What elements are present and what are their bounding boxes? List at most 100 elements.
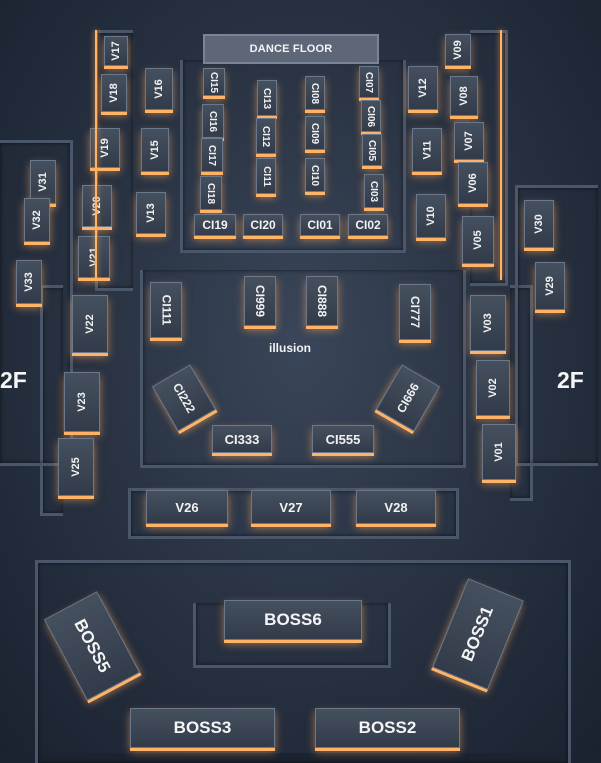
booth-v20[interactable]: V20 xyxy=(82,185,112,227)
wall-2f-left xyxy=(0,140,73,466)
booth-v13[interactable]: V13 xyxy=(136,192,166,234)
booth-ci777[interactable]: CI777 xyxy=(399,284,431,340)
booth-label: V22 xyxy=(83,314,96,334)
booth-label: V31 xyxy=(36,172,49,192)
booth-ci10[interactable]: CI10 xyxy=(305,158,325,192)
booth-v02[interactable]: V02 xyxy=(476,360,510,416)
booth-label: V11 xyxy=(421,140,433,160)
booth-label: CI18 xyxy=(205,182,217,204)
booth-ci888[interactable]: CI888 xyxy=(306,276,338,326)
booth-label: V21 xyxy=(87,247,100,267)
booth-label: CI16 xyxy=(207,110,219,132)
booth-ci06[interactable]: CI06 xyxy=(361,100,381,132)
booth-label: CI222 xyxy=(169,380,199,416)
booth-v26[interactable]: V26 xyxy=(146,490,228,524)
dance-floor-label: DANCE FLOOR xyxy=(249,43,333,55)
booth-ci15[interactable]: CI15 xyxy=(203,68,225,96)
booth-v27[interactable]: V27 xyxy=(251,490,331,524)
booth-v25[interactable]: V25 xyxy=(58,438,94,496)
booth-v29[interactable]: V29 xyxy=(535,262,565,310)
booth-ci16[interactable]: CI16 xyxy=(202,104,224,138)
booth-v15[interactable]: V15 xyxy=(141,128,169,172)
booth-label: CI10 xyxy=(309,164,321,186)
wall-bottom-row xyxy=(128,488,459,539)
booth-label: V08 xyxy=(457,86,470,106)
booth-v03[interactable]: V03 xyxy=(470,295,506,351)
booth-ci999[interactable]: CI999 xyxy=(244,276,276,326)
booth-v07[interactable]: V07 xyxy=(454,122,484,160)
booth-label: CI15 xyxy=(208,71,220,93)
booth-ci20[interactable]: CI20 xyxy=(243,214,283,236)
booth-v32[interactable]: V32 xyxy=(24,198,50,242)
glow-strip-right xyxy=(500,30,502,280)
booth-ci03[interactable]: CI03 xyxy=(364,174,384,208)
wall-boss6-bay xyxy=(193,603,391,668)
booth-v23[interactable]: V23 xyxy=(64,372,100,432)
booth-label: CI09 xyxy=(309,122,321,144)
booth-ci05[interactable]: CI05 xyxy=(362,134,382,166)
booth-v16[interactable]: V16 xyxy=(145,68,173,110)
glow-strip-left xyxy=(95,30,97,280)
booth-ci11[interactable]: CI11 xyxy=(256,158,276,194)
dance-floor: DANCE FLOOR xyxy=(203,34,379,64)
booth-label: V02 xyxy=(486,378,499,398)
booth-ci333[interactable]: CI333 xyxy=(212,425,272,453)
booth-v17[interactable]: V17 xyxy=(104,36,128,66)
booth-ci01[interactable]: CI01 xyxy=(300,214,340,236)
wall-outer-left xyxy=(40,285,63,516)
booth-v21[interactable]: V21 xyxy=(78,236,110,278)
booth-v30[interactable]: V30 xyxy=(524,200,554,248)
booth-v11[interactable]: V11 xyxy=(412,128,442,172)
booth-ci09[interactable]: CI09 xyxy=(305,116,325,150)
booth-label: V26 xyxy=(175,499,199,515)
booth-label: CI19 xyxy=(202,218,228,232)
booth-v05[interactable]: V05 xyxy=(462,216,494,264)
booth-label: V06 xyxy=(466,173,479,193)
booth-label: V30 xyxy=(532,214,545,234)
booth-ci13[interactable]: CI13 xyxy=(257,80,277,116)
booth-label: V18 xyxy=(107,83,120,103)
booth-ci18[interactable]: CI18 xyxy=(200,176,222,210)
booth-label: BOSS2 xyxy=(358,718,417,737)
booth-v22[interactable]: V22 xyxy=(72,295,108,353)
booth-label: CI08 xyxy=(309,82,321,104)
booth-v08[interactable]: V08 xyxy=(450,76,478,116)
booth-label: V29 xyxy=(543,276,556,296)
booth-label: V33 xyxy=(22,272,35,292)
booth-v12[interactable]: V12 xyxy=(408,66,438,110)
booth-v09[interactable]: V09 xyxy=(445,34,471,66)
booth-label: V01 xyxy=(492,442,505,462)
booth-ci111[interactable]: CI111 xyxy=(150,282,182,338)
booth-label: CI20 xyxy=(250,218,276,232)
booth-ci19[interactable]: CI19 xyxy=(194,214,236,236)
booth-ci17[interactable]: CI17 xyxy=(201,138,223,172)
booth-v06[interactable]: V06 xyxy=(458,162,488,204)
booth-ci08[interactable]: CI08 xyxy=(305,76,325,110)
booth-v18[interactable]: V18 xyxy=(101,74,127,112)
booth-boss2[interactable]: BOSS2 xyxy=(315,708,460,748)
booth-ci07[interactable]: CI07 xyxy=(359,66,379,98)
booth-v10[interactable]: V10 xyxy=(416,194,446,238)
booth-v01[interactable]: V01 xyxy=(482,424,516,480)
booth-v31[interactable]: V31 xyxy=(30,160,56,204)
booth-v28[interactable]: V28 xyxy=(356,490,436,524)
booth-ci555[interactable]: CI555 xyxy=(312,425,374,453)
booth-v33[interactable]: V33 xyxy=(16,260,42,304)
illusion-label: illusion xyxy=(269,341,311,355)
wall-inner-left xyxy=(180,60,406,253)
booth-label: BOSS3 xyxy=(173,718,232,737)
booth-label: V12 xyxy=(416,78,429,98)
booth-label: V10 xyxy=(424,206,437,226)
booth-boss6[interactable]: BOSS6 xyxy=(224,600,362,640)
booth-ci12[interactable]: CI12 xyxy=(256,118,276,154)
booth-ci02[interactable]: CI02 xyxy=(348,214,388,236)
booth-label: CI13 xyxy=(261,87,273,109)
wall-boss-area xyxy=(35,560,571,763)
booth-label: CI11 xyxy=(260,165,272,187)
booth-label: V23 xyxy=(75,392,88,412)
booth-label: V17 xyxy=(109,41,122,61)
booth-label: V15 xyxy=(148,140,161,160)
booth-label: CI07 xyxy=(363,71,375,93)
booth-boss3[interactable]: BOSS3 xyxy=(130,708,275,748)
